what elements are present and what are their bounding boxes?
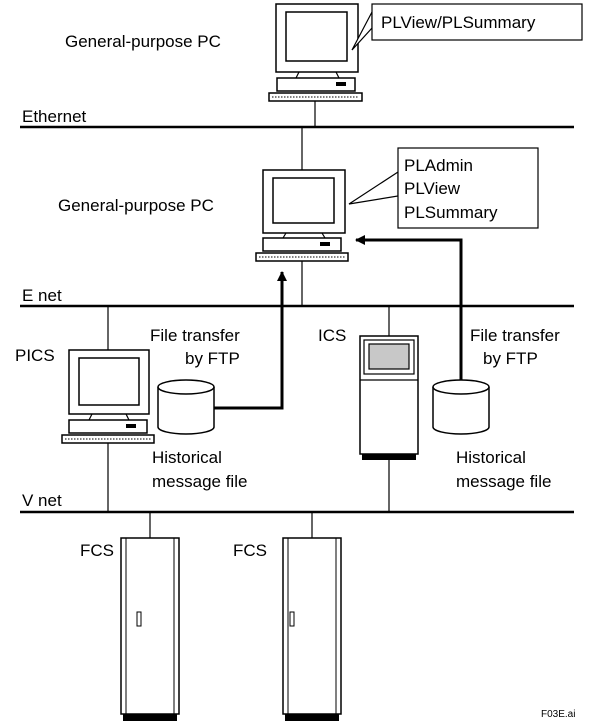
- fcs-2: FCS: [233, 512, 342, 721]
- figure-id: F03E.ai: [541, 709, 575, 720]
- top-pc-callout-text: PLView/PLSummary: [381, 13, 536, 32]
- enet-label: E net: [22, 286, 62, 305]
- ics-station: ICS File transfer by FTP Historical mess…: [318, 235, 560, 512]
- pc-icon: [268, 3, 363, 102]
- top-pc-label: General-purpose PC: [65, 32, 221, 51]
- ethernet-network: Ethernet: [20, 107, 574, 129]
- mid-pc-callout: PLAdmin PLView PLSummary: [348, 147, 539, 229]
- ics-file-line: message file: [456, 472, 551, 491]
- enet-network: E net: [20, 286, 574, 308]
- pics-file-line: message file: [152, 472, 247, 491]
- cabinet-icon: [120, 537, 180, 721]
- top-pc-callout: PLView/PLSummary: [351, 3, 583, 51]
- pics-disk-icon: [157, 379, 215, 435]
- fcs-1: FCS: [80, 512, 180, 721]
- vnet-label: V net: [22, 491, 62, 510]
- ics-file-line: Historical: [456, 448, 526, 467]
- pics-label: PICS: [15, 346, 55, 365]
- callout-line: PLView: [404, 179, 461, 198]
- ics-transfer-line: by FTP: [483, 349, 538, 368]
- pics-file-line: Historical: [152, 448, 222, 467]
- fcs-label: FCS: [80, 541, 114, 560]
- ics-console-icon: [359, 335, 419, 460]
- pics-transfer-line: by FTP: [185, 349, 240, 368]
- pc-icon: [255, 169, 349, 262]
- pics-transfer-line: File transfer: [150, 326, 240, 345]
- ics-transfer-line: File transfer: [470, 326, 560, 345]
- mid-pc-label: General-purpose PC: [58, 196, 214, 215]
- callout-line: PLSummary: [404, 203, 498, 222]
- ethernet-label: Ethernet: [22, 107, 87, 126]
- ics-ftp-arrow: [355, 235, 463, 380]
- pics-ftp-arrow: [214, 271, 287, 410]
- top-pc: General-purpose PC PLView/PLSummary: [65, 3, 583, 127]
- ics-label: ICS: [318, 326, 346, 345]
- pics-station: PICS File transfer by FTP Historical mes…: [15, 271, 287, 512]
- fcs-label: FCS: [233, 541, 267, 560]
- callout-line: PLAdmin: [404, 156, 473, 175]
- mid-pc: General-purpose PC PLAdmin PLView PLSumm…: [58, 127, 539, 306]
- cabinet-icon: [282, 537, 342, 721]
- ics-disk-icon: [432, 379, 490, 435]
- pc-icon: [61, 349, 155, 444]
- vnet-network: V net: [20, 491, 574, 514]
